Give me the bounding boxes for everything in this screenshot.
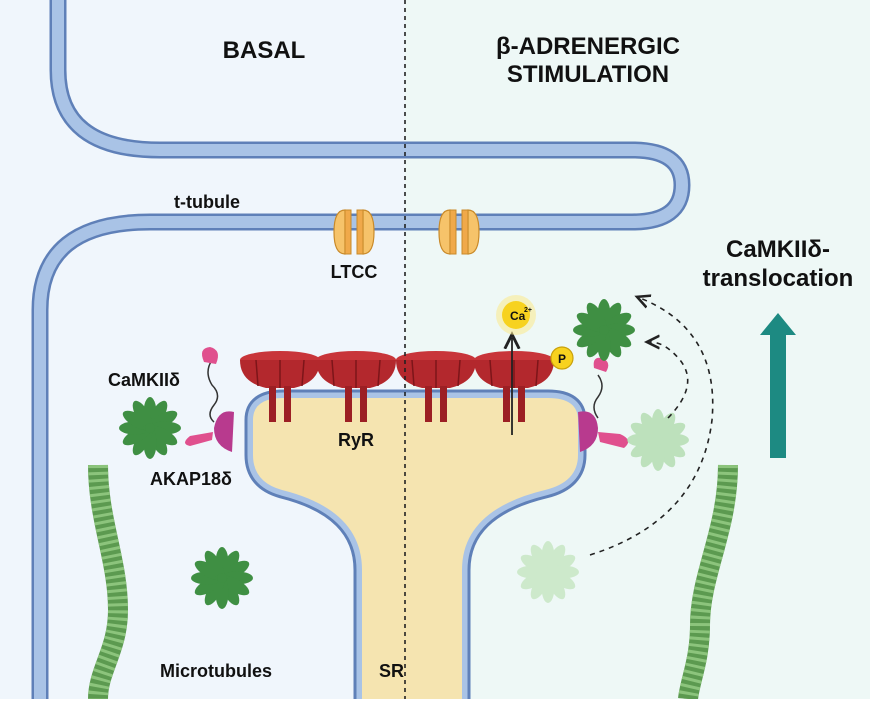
translocation-path-inner xyxy=(650,342,689,419)
microtubule-stripes-left xyxy=(88,464,129,700)
t-tubule-label: t-tubule xyxy=(174,192,240,212)
sarcolemma-membrane xyxy=(34,0,689,699)
tether-icon xyxy=(185,432,213,446)
akap-icon xyxy=(578,411,598,452)
microtubules-label: Microtubules xyxy=(160,661,272,681)
tether-icon xyxy=(202,347,218,364)
phosphate-label: P xyxy=(558,352,566,366)
tether-icon xyxy=(593,357,609,372)
microtubule-icon xyxy=(678,464,738,701)
translocation-path-outer xyxy=(589,298,714,556)
translocation-label-line1: CaMKIIδ- xyxy=(726,236,830,263)
heading-basal: BASAL xyxy=(223,37,306,64)
akap-linker-right xyxy=(593,374,603,419)
sr-lumen xyxy=(253,398,578,699)
calcium-charge-label: 2+ xyxy=(524,307,532,314)
ryr-label: RyR xyxy=(338,430,374,450)
tether-icon xyxy=(598,432,629,448)
stimulation-background xyxy=(405,0,870,699)
heading-stimulation-line2: STIMULATION xyxy=(507,61,669,88)
camkii-label: CaMKIIδ xyxy=(108,370,180,390)
translocation-label-line2: translocation xyxy=(703,265,854,292)
ltcc-label: LTCC xyxy=(331,262,378,282)
calcium-icon xyxy=(502,301,530,329)
akap-icon xyxy=(214,411,234,452)
akap-linker-left xyxy=(207,359,219,423)
phosphate-icon xyxy=(550,346,574,370)
translocation-arrow-icon xyxy=(760,313,796,458)
akap-label: AKAP18δ xyxy=(150,469,232,489)
heading-stimulation-line1: β-ADRENERGIC xyxy=(496,33,680,60)
sr-label: SR xyxy=(379,661,404,681)
calcium-label: Ca xyxy=(510,309,526,323)
